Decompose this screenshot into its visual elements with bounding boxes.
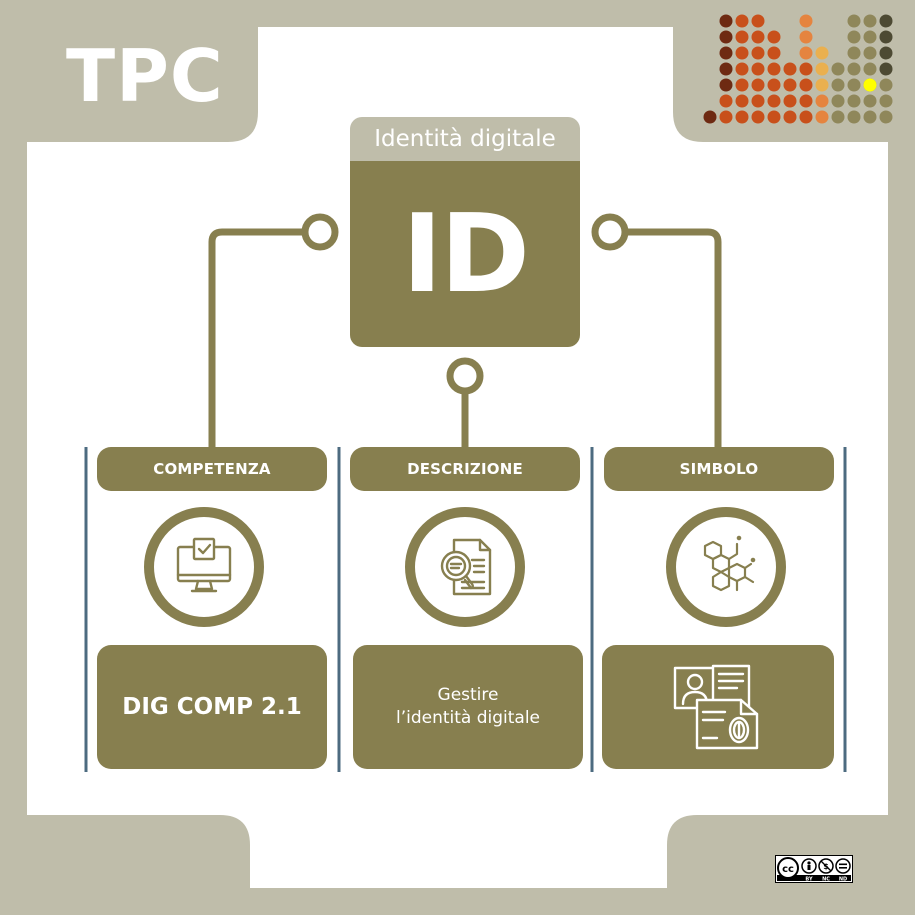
- descrizione-card-text: Gestire l’identità digitale: [395, 685, 541, 728]
- column-header-descrizione: DESCRIZIONE: [350, 447, 580, 491]
- logo-dot: [719, 62, 733, 76]
- competenza-icon-circle: [144, 507, 264, 627]
- logo-dot: [799, 62, 813, 76]
- logo-dot: [783, 62, 797, 76]
- node-dot-center: [446, 357, 484, 395]
- logo-dot: [879, 110, 893, 124]
- logo-dot: [767, 94, 781, 108]
- logo-dot: [751, 30, 765, 44]
- logo-dot: [735, 110, 749, 124]
- dot-grid-logo: [703, 14, 893, 124]
- logo-dot: [751, 78, 765, 92]
- logo-dot: [751, 62, 765, 76]
- logo-dot: [847, 46, 861, 60]
- competenza-card-text: DIG COMP 2.1: [122, 694, 302, 720]
- logo-dot: [767, 30, 781, 44]
- logo-dot: [815, 46, 829, 60]
- logo-dot: [815, 62, 829, 76]
- logo-dot: [735, 62, 749, 76]
- node-dot-right: [591, 213, 629, 251]
- logo-dot: [751, 46, 765, 60]
- logo-dot: [847, 30, 861, 44]
- competenza-card: DIG COMP 2.1: [97, 645, 327, 769]
- logo-dot: [879, 30, 893, 44]
- logo-dot: [751, 110, 765, 124]
- logo-dot: [767, 46, 781, 60]
- top-node-abbreviation: ID: [350, 161, 580, 347]
- logo-dot: [703, 110, 717, 124]
- logo-dot: [863, 30, 877, 44]
- simbolo-icon-circle: [666, 507, 786, 627]
- logo-dot: [831, 62, 845, 76]
- logo-dot: [815, 110, 829, 124]
- descrizione-card: Gestire l’identità digitale: [353, 645, 583, 769]
- logo-dot: [831, 94, 845, 108]
- logo-dot: [767, 110, 781, 124]
- logo-dot: [879, 62, 893, 76]
- top-node-header: Identità digitale: [350, 117, 580, 161]
- logo-dot: [767, 78, 781, 92]
- node-dot-left: [301, 213, 339, 251]
- logo-dot: [831, 110, 845, 124]
- logo-dot: [735, 30, 749, 44]
- logo-dot: [799, 46, 813, 60]
- license-nc: NC: [822, 877, 830, 883]
- logo-dot: [863, 94, 877, 108]
- logo-dot: [847, 94, 861, 108]
- logo-dot: [767, 62, 781, 76]
- logo-dot: [879, 46, 893, 60]
- document-search-icon: [440, 538, 492, 596]
- logo-dot: [719, 78, 733, 92]
- column-header-competenza: COMPETENZA: [97, 447, 327, 491]
- logo-dot: [815, 94, 829, 108]
- cc-label: cc: [782, 864, 794, 875]
- logo-dot: [783, 110, 797, 124]
- logo-dot: [863, 110, 877, 124]
- logo-dot: [719, 110, 733, 124]
- logo-dot: [847, 110, 861, 124]
- column-header-simbolo: SIMBOLO: [604, 447, 834, 491]
- logo-dot: [719, 14, 733, 28]
- logo-dot: [735, 78, 749, 92]
- logo-dot: [735, 94, 749, 108]
- logo-dot: [719, 30, 733, 44]
- logo-dot: [879, 78, 893, 92]
- id-card-fingerprint-icon: [673, 664, 759, 750]
- cc-by-nc-nd-icon: cc $ BY NC ND: [775, 855, 853, 883]
- logo-dot: [719, 94, 733, 108]
- logo-dot: [735, 14, 749, 28]
- molecule-icon: [703, 535, 756, 592]
- logo-dot: [879, 94, 893, 108]
- logo-dot: [831, 78, 845, 92]
- logo-dot: [783, 78, 797, 92]
- logo-dot: [735, 46, 749, 60]
- brand-logo: TPC: [66, 34, 224, 118]
- logo-dot: [799, 30, 813, 44]
- logo-dot: [799, 94, 813, 108]
- license-nd: ND: [839, 877, 847, 883]
- logo-dot: [751, 94, 765, 108]
- logo-dot: [815, 78, 829, 92]
- license-by: BY: [805, 877, 813, 883]
- logo-dot: [863, 46, 877, 60]
- logo-dot: [799, 78, 813, 92]
- logo-dot: [799, 14, 813, 28]
- logo-dot-highlight: [863, 78, 877, 92]
- logo-dot: [783, 94, 797, 108]
- monitor-check-icon: [176, 537, 232, 593]
- logo-dot: [879, 14, 893, 28]
- connector-right: [626, 228, 722, 447]
- simbolo-card: [602, 645, 834, 769]
- logo-dot: [847, 62, 861, 76]
- logo-dot: [719, 46, 733, 60]
- logo-dot: [863, 14, 877, 28]
- connector-left: [208, 228, 305, 447]
- logo-dot: [863, 62, 877, 76]
- logo-dot: [847, 14, 861, 28]
- logo-dot: [847, 78, 861, 92]
- descrizione-icon-circle: [405, 507, 525, 627]
- logo-dot: [751, 14, 765, 28]
- logo-dot: [799, 110, 813, 124]
